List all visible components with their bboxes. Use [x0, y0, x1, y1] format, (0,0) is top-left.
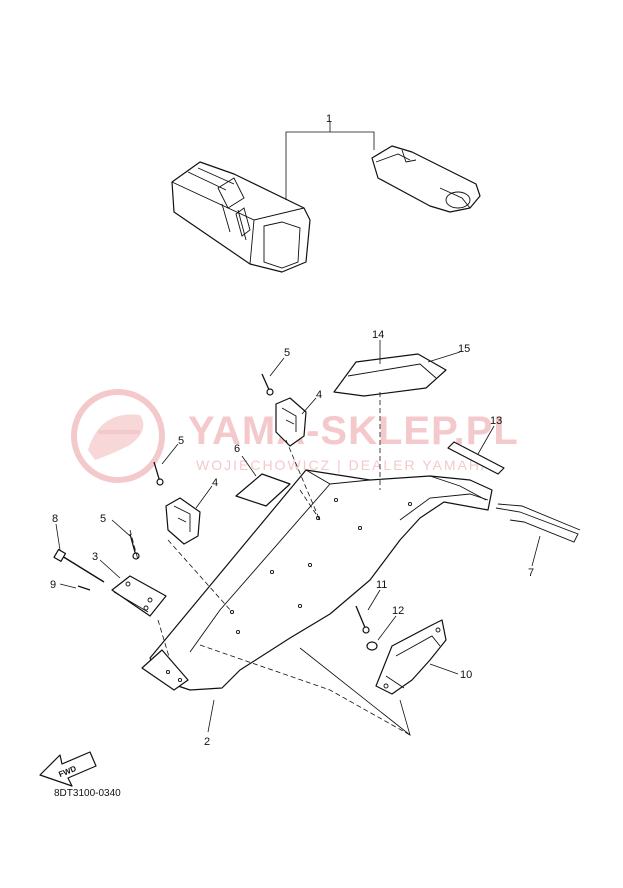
callout-5-top: 5	[284, 347, 290, 359]
watermark-logo-icon	[71, 389, 165, 483]
callout-15: 15	[458, 343, 470, 355]
part-10-stay	[375, 619, 447, 695]
callout-4-left: 4	[212, 477, 218, 489]
callout-5-mid: 5	[178, 435, 184, 447]
part-12-collar	[366, 641, 378, 651]
part-5-screw-low	[129, 533, 140, 560]
part-13-strip	[447, 441, 505, 475]
part-3-bracket	[111, 575, 167, 617]
callout-6: 6	[234, 443, 240, 455]
part-11-screw	[355, 605, 370, 634]
callout-8: 8	[52, 513, 58, 525]
callout-2: 2	[204, 736, 210, 748]
part-2-fender-plate	[141, 469, 493, 691]
part-4-clip-left	[165, 497, 201, 545]
callout-1: 1	[326, 113, 332, 125]
callout-4-top: 4	[316, 389, 322, 401]
part-1-storage-cover	[171, 145, 481, 273]
callout-14: 14	[372, 329, 384, 341]
watermark-subtitle: WOJIECHOWICZ | DEALER YAMAHA	[196, 457, 492, 473]
part-5-screw-top	[261, 373, 274, 396]
part-5-screw-mid	[153, 461, 164, 486]
forward-arrow-icon: FWD	[39, 751, 97, 787]
part-4-clip-top	[275, 397, 307, 447]
part-14-15-sheet	[333, 353, 447, 397]
callout-10: 10	[460, 669, 472, 681]
part-7-grab-rod	[495, 503, 581, 543]
callout-7: 7	[528, 567, 534, 579]
dealer-watermark: YAMA-SKLEP.PL WOJIECHOWICZ | DEALER YAMA…	[71, 389, 519, 483]
part-9-pin	[77, 585, 91, 591]
part-8-bolt	[53, 548, 105, 583]
callout-5-low: 5	[100, 513, 106, 525]
callout-3: 3	[92, 551, 98, 563]
watermark-title: YAMA-SKLEP.PL	[188, 409, 519, 453]
callout-12: 12	[392, 605, 404, 617]
callout-11: 11	[376, 579, 387, 591]
callout-9: 9	[50, 579, 56, 591]
assembly-dashed-lines	[129, 392, 411, 736]
callout-13: 13	[490, 415, 502, 427]
diagram-code: 8DT3100-0340	[54, 788, 121, 799]
part-6-decal	[235, 473, 291, 507]
